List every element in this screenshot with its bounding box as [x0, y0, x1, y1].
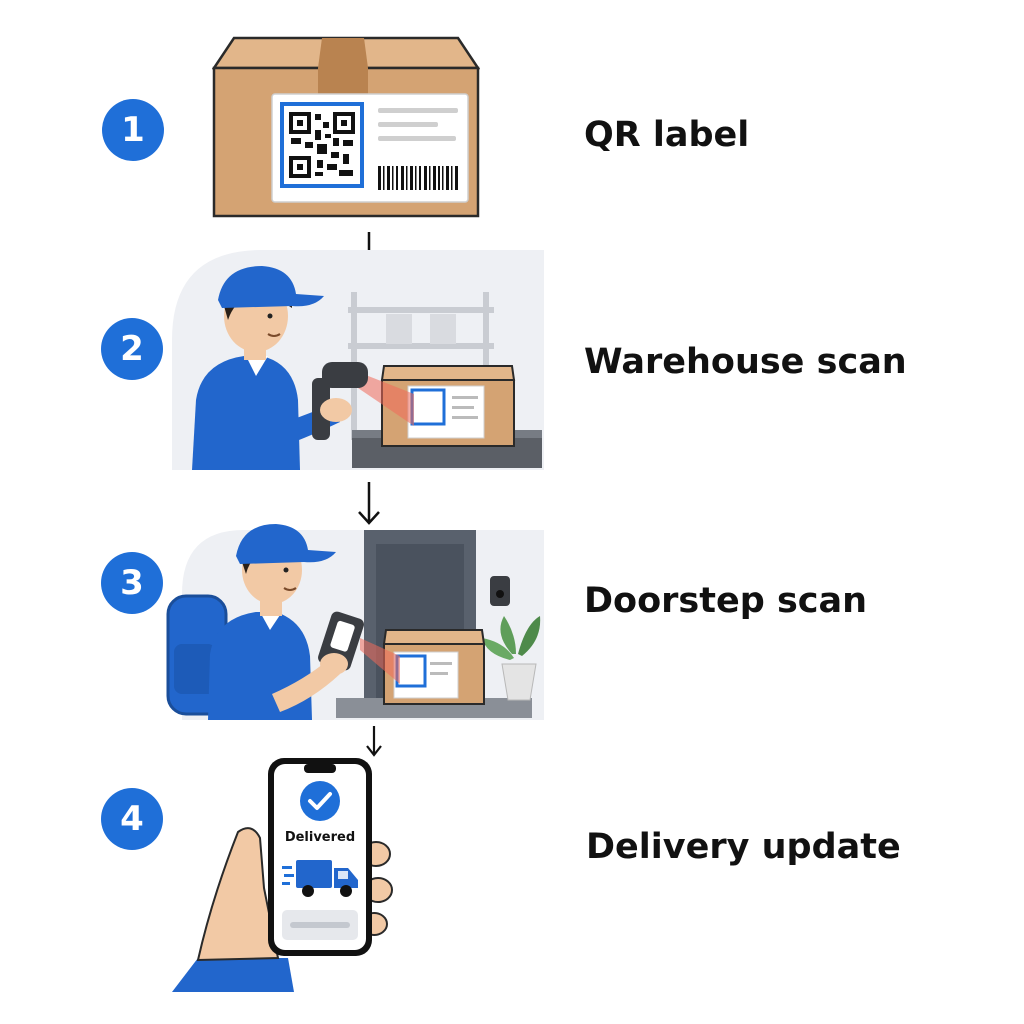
step-4-label: Delivery update	[586, 827, 901, 867]
step-2-label: Warehouse scan	[584, 342, 907, 382]
step-4-badge: 4	[101, 788, 163, 850]
warehouse-scene	[172, 250, 544, 476]
step-3-label: Doorstep scan	[584, 581, 868, 621]
truck-icon	[282, 856, 360, 904]
hand-illustration	[168, 808, 398, 998]
qr-code-icon	[280, 102, 364, 192]
delivered-status-text: Delivered	[284, 830, 356, 845]
arrow-down-icon	[356, 480, 382, 530]
checkmark-icon	[299, 780, 341, 826]
arrow-down-icon	[364, 724, 384, 762]
step-1-label: QR label	[584, 115, 750, 155]
doorstep-scene	[164, 504, 544, 724]
step-2-badge: 2	[101, 318, 163, 380]
phone-icon	[266, 756, 374, 962]
step-1-badge: 1	[102, 99, 164, 161]
step-3-badge: 3	[101, 552, 163, 614]
barcode-icon	[378, 166, 460, 194]
label-text-lines	[378, 108, 468, 152]
phone-info-card	[282, 910, 358, 944]
